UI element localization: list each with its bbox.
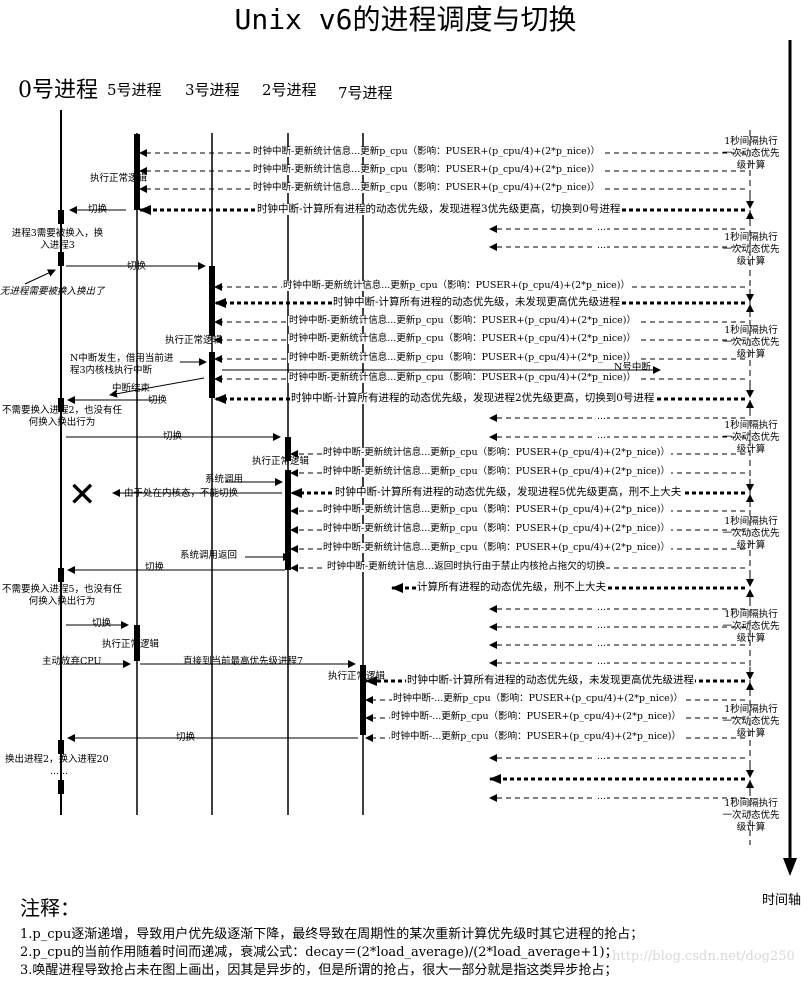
message-label-9: 时钟中断-更新统计信息...更新p_cpu（影响：PUSER+(p_cpu/4)… bbox=[288, 333, 638, 344]
label-normal-logic-p7: 执行正常逻辑 bbox=[328, 671, 386, 682]
exec-bar-p0-1 bbox=[58, 210, 64, 224]
watermark: http://blog.csdn.net/dog250 bbox=[612, 949, 795, 964]
message-label-33: ... bbox=[596, 791, 608, 802]
header-process-3: 3号进程 bbox=[185, 81, 240, 99]
message-label-22: 计算所有进程的动态优先级，刑不上大夫 bbox=[416, 581, 607, 593]
irq-end-arrow bbox=[109, 377, 205, 398]
message-label-6: 时钟中断-更新统计信息...更新p_cpu（影响：PUSER+(p_cpu/4)… bbox=[282, 280, 632, 291]
header-process-5: 5号进程 bbox=[107, 81, 162, 99]
label-syscall: 系统调用 bbox=[205, 474, 244, 485]
message-label-17: 时钟中断-计算所有进程的动态优先级，发现进程5优先级更高，刑不上大夫 bbox=[334, 486, 683, 498]
label-switch-1: 切换 bbox=[88, 204, 108, 215]
message-label-19: 时钟中断-更新统计信息...更新p_cpu（影响：PUSER+(p_cpu/4)… bbox=[322, 523, 672, 534]
note-1: 1.p_cpu逐渐递增，导致用户优先级逐渐下降，最终导致在周期性的某次重新计算优… bbox=[20, 927, 644, 942]
interval-label-2: 1秒间隔执行一次动态优先级计算 bbox=[722, 325, 780, 360]
header-process-7: 7号进程 bbox=[338, 84, 393, 102]
message-label-8: 时钟中断-更新统计信息...更新p_cpu（影响：PUSER+(p_cpu/4)… bbox=[288, 315, 638, 326]
label-ellipsis: ...... bbox=[50, 766, 69, 777]
message-label-21: 时钟中断-更新统计信息...返回时执行由于禁止内核抢占拖欠的切换 bbox=[326, 561, 607, 572]
label-switch-3: 切换 bbox=[148, 395, 168, 406]
exec-bar-p3 bbox=[209, 266, 215, 336]
header-process-2: 2号进程 bbox=[262, 81, 317, 99]
label-no-swap-p2: 不需要换入进程2，也没有任何换入换出行为 bbox=[1, 405, 123, 428]
label-irq-end: 中断结束 bbox=[112, 383, 151, 394]
label-direct-to-7: 直接到当前最高优先级进程7 bbox=[183, 656, 304, 667]
message-label-5: ... bbox=[596, 240, 608, 251]
page-title: Unix v6的进程调度与切换 bbox=[234, 3, 577, 36]
message-label-14: ... bbox=[596, 430, 608, 441]
exec-bar-p0-4 bbox=[58, 568, 64, 582]
exec-bar-p2-kernel bbox=[285, 470, 291, 570]
label-normal-logic-p5-2: 执行正常逻辑 bbox=[102, 639, 160, 650]
time-axis-label: 时间轴 bbox=[762, 893, 802, 908]
message-label-12: 时钟中断-计算所有进程的动态优先级，发现进程2优先级更高，切换到0号进程 bbox=[290, 392, 656, 404]
message-label-20: 时钟中断-更新统计信息...更新p_cpu（影响：PUSER+(p_cpu/4)… bbox=[322, 542, 672, 553]
message-label-28: 时钟中断-...更新p_cpu（影响：PUSER+(p_cpu/4)+(2*p_… bbox=[392, 693, 685, 704]
time-axis-arrowhead bbox=[783, 858, 797, 876]
message-label-10: 时钟中断-更新统计信息...更新p_cpu（影响：PUSER+(p_cpu/4)… bbox=[288, 352, 638, 363]
exec-bar-p7 bbox=[360, 665, 366, 735]
notes-heading: 注释： bbox=[20, 896, 80, 920]
label-switch-6: 切换 bbox=[92, 618, 112, 629]
message-label-23: ... bbox=[596, 602, 608, 613]
exec-bar-p0-5 bbox=[58, 740, 64, 754]
header-process-0: 0号进程 bbox=[18, 78, 98, 103]
label-swap-out-2: 换出进程2，换入进程20 bbox=[5, 754, 109, 765]
interval-label-1: 1秒间隔执行一次动态优先级计算 bbox=[722, 232, 780, 267]
message-label-1: 时钟中断-更新统计信息...更新p_cpu（影响：PUSER+(p_cpu/4)… bbox=[252, 164, 602, 175]
label-yield-cpu: 主动放弃CPU bbox=[42, 656, 102, 667]
interval-label-6: 1秒间隔执行一次动态优先级计算 bbox=[722, 704, 780, 739]
interval-label-5: 1秒间隔执行一次动态优先级计算 bbox=[722, 609, 780, 644]
message-label-31: ... bbox=[596, 751, 608, 762]
exec-bar-p0-6 bbox=[58, 780, 64, 794]
message-label-4: ... bbox=[596, 222, 608, 233]
interval-label-7: 1秒间隔执行一次动态优先级计算 bbox=[722, 798, 780, 833]
label-in-kernel: 由于处在内核态，不能切换 bbox=[124, 488, 239, 499]
label-switch-5: 切换 bbox=[145, 562, 165, 573]
message-label-3: 时钟中断-计算所有进程的动态优先级，发现进程3优先级更高，切换到0号进程 bbox=[256, 203, 622, 215]
exec-bar-p0-3 bbox=[58, 398, 64, 412]
label-switch-4: 切换 bbox=[163, 431, 183, 442]
message-label-18: 时钟中断-更新统计信息...更新p_cpu（影响：PUSER+(p_cpu/4)… bbox=[322, 504, 672, 515]
cross-icon: ✕ bbox=[68, 475, 97, 515]
message-label-26: ... bbox=[596, 656, 608, 667]
exec-bar-p0-2 bbox=[58, 252, 64, 266]
label-n-interrupt: N中断发生，借用当前进程3内核栈执行中断 bbox=[70, 353, 174, 376]
message-label-7: 时钟中断-计算所有进程的动态优先级，未发现更高优先级进程 bbox=[332, 296, 622, 308]
exec-bar-p5-2 bbox=[134, 625, 140, 661]
exec-bar-p5 bbox=[134, 134, 140, 210]
label-no-swap-needed: 无进程需要被换入换出了 bbox=[0, 286, 105, 297]
message-label-29: 时钟中断-...更新p_cpu（影响：PUSER+(p_cpu/4)+(2*p_… bbox=[390, 711, 683, 722]
label-p3-swap-in: 进程3需要被换入，换入进程3 bbox=[11, 228, 104, 251]
label-n-irq: N号中断 bbox=[614, 362, 651, 373]
label-normal-logic-p5: 执行正常逻辑 bbox=[90, 173, 148, 184]
interval-label-3: 1秒间隔执行一次动态优先级计算 bbox=[722, 420, 780, 455]
label-no-swap-p5: 不需要换入进程5，也没有任何换入换出行为 bbox=[1, 584, 123, 607]
note-3: 3.唤醒进程导致抢占未在图上画出，因其是异步的，但是所谓的抢占，很大一部分就是指… bbox=[20, 963, 618, 978]
no-swap-arrow bbox=[24, 269, 56, 285]
note-2: 2.p_cpu的当前作用随着时间而递减，衰减公式：decay＝(2*load_a… bbox=[20, 945, 618, 960]
label-switch-7: 切换 bbox=[176, 732, 196, 743]
label-normal-logic-p2: 执行正常逻辑 bbox=[252, 456, 310, 467]
label-switch-2: 切换 bbox=[127, 261, 147, 272]
exec-bar-p2 bbox=[285, 437, 291, 461]
interval-label-0: 1秒间隔执行一次动态优先级计算 bbox=[722, 136, 780, 171]
message-label-15: 时钟中断-更新统计信息...更新p_cpu（影响：PUSER+(p_cpu/4)… bbox=[322, 447, 672, 458]
message-label-25: ... bbox=[596, 638, 608, 649]
message-label-2: 时钟中断-更新统计信息...更新p_cpu（影响：PUSER+(p_cpu/4)… bbox=[252, 182, 602, 193]
message-label-11: 时钟中断-更新统计信息...更新p_cpu（影响：PUSER+(p_cpu/4)… bbox=[288, 372, 638, 383]
label-normal-logic-p3: 执行正常逻辑 bbox=[165, 335, 223, 346]
interval-label-4: 1秒间隔执行一次动态优先级计算 bbox=[722, 516, 780, 551]
message-label-24: ... bbox=[596, 620, 608, 631]
exec-bar-p3-irq bbox=[209, 352, 215, 398]
message-label-0: 时钟中断-更新统计信息...更新p_cpu（影响：PUSER+(p_cpu/4)… bbox=[252, 146, 602, 157]
message-label-16: 时钟中断-更新统计信息...更新p_cpu（影响：PUSER+(p_cpu/4)… bbox=[322, 466, 672, 477]
message-label-13: ... bbox=[596, 411, 608, 422]
message-label-27: 时钟中断-计算所有进程的动态优先级，未发现更高优先级进程 bbox=[406, 674, 696, 686]
message-label-30: 时钟中断-...更新p_cpu（影响：PUSER+(p_cpu/4)+(2*p_… bbox=[390, 731, 683, 742]
label-syscall-return: 系统调用返回 bbox=[180, 550, 238, 561]
